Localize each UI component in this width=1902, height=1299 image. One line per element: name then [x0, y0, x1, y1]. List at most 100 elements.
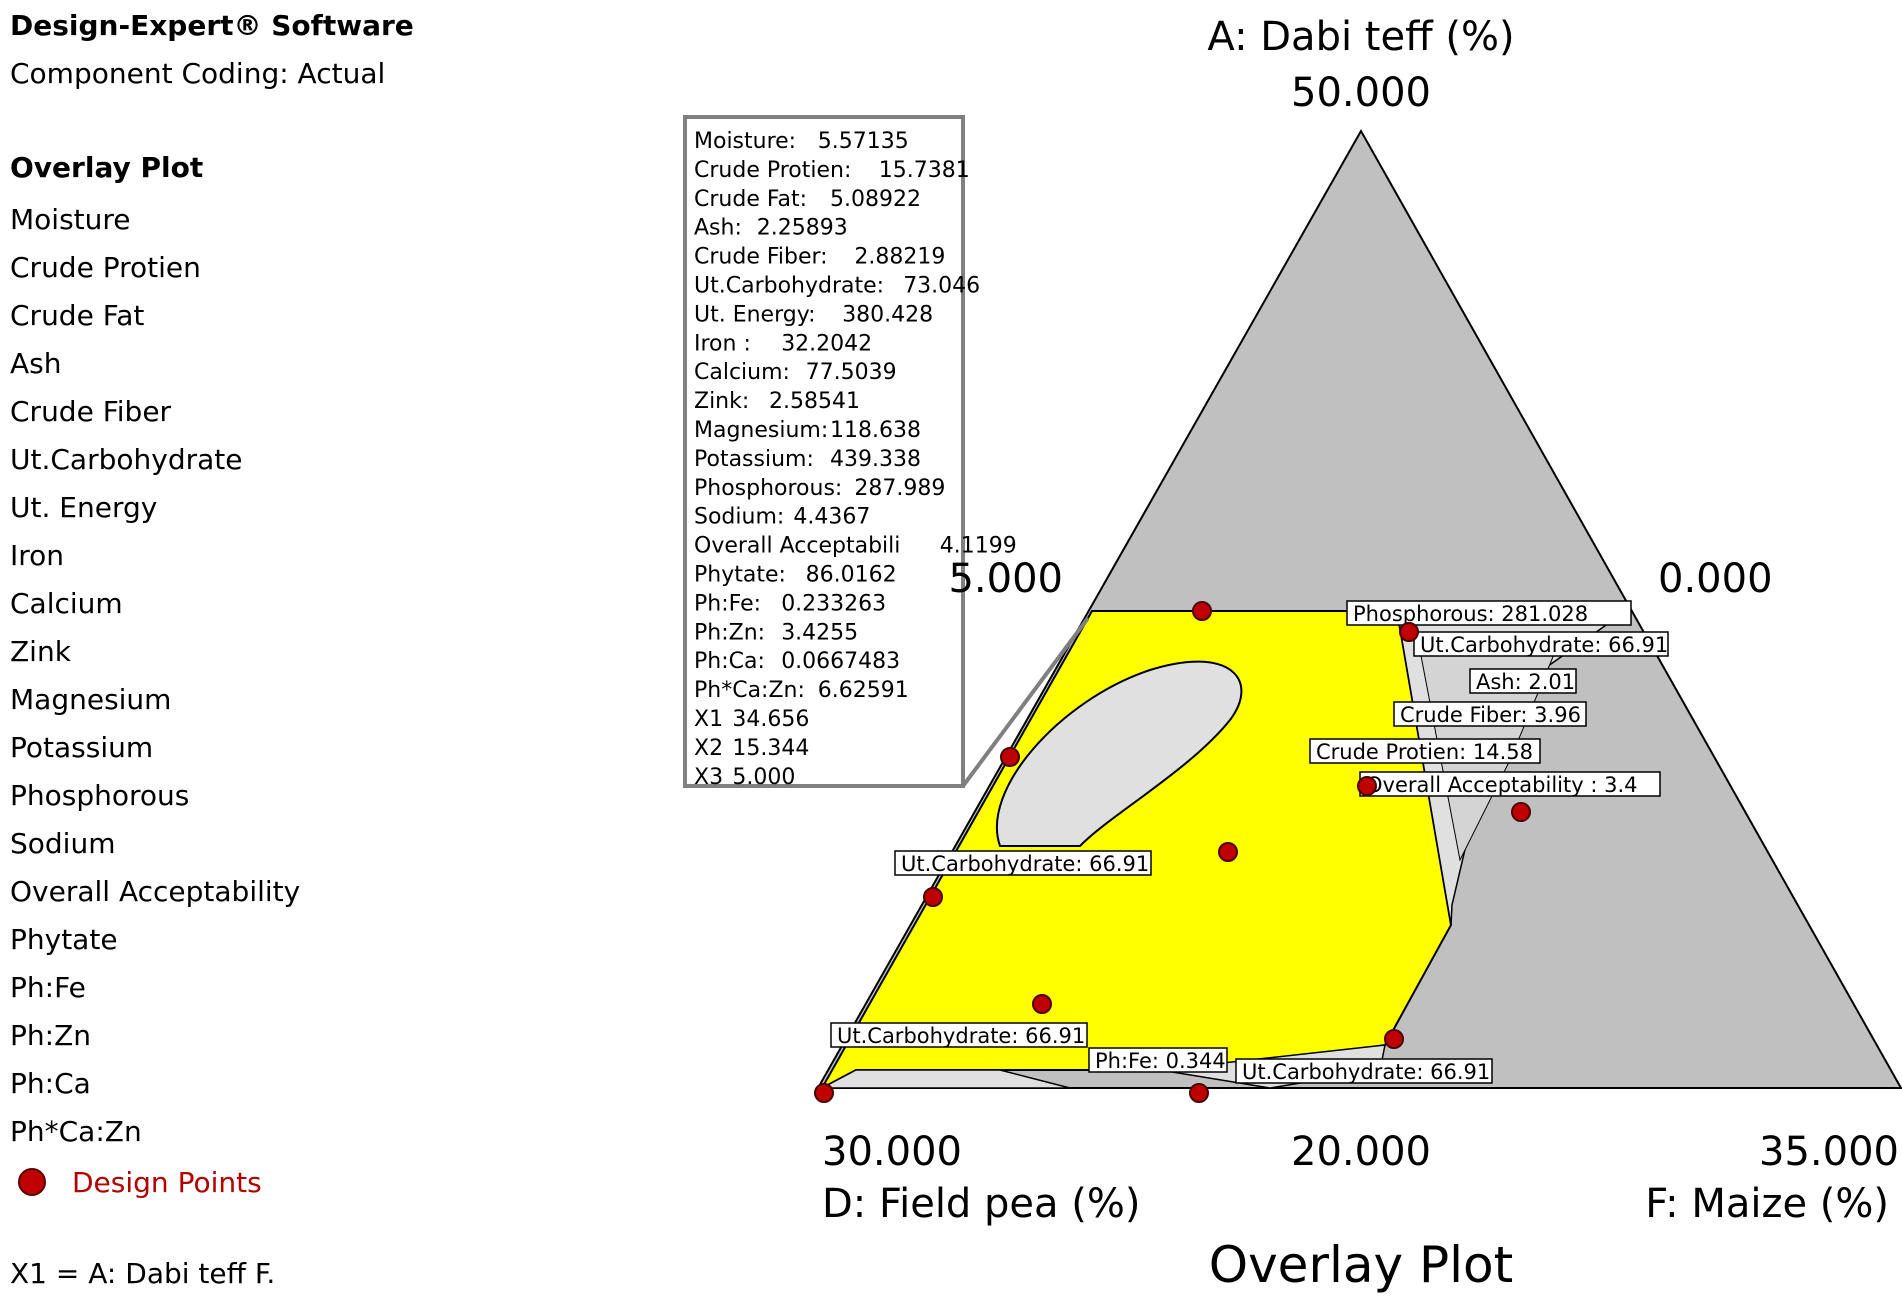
contour-label-box	[1393, 701, 1587, 727]
response-item: Ph:Fe	[10, 971, 86, 1004]
contour-label: Ut.Carbohydrate: 66.91	[1242, 1060, 1490, 1084]
flag-value: 77.5039	[806, 360, 897, 385]
flag-value: 4.4367	[793, 505, 870, 530]
flag-label: Ut. Energy:	[694, 302, 816, 327]
flag-value: 287.989	[854, 476, 945, 501]
contour-label: Phosphorous: 281.028	[1353, 602, 1588, 626]
design-point	[1384, 1029, 1404, 1049]
response-item: Ph:Zn	[10, 1019, 91, 1052]
design-point	[923, 887, 943, 907]
contour-label-box	[830, 1022, 1088, 1048]
contour-label-box	[894, 850, 1152, 876]
flag-value: 439.338	[830, 447, 921, 472]
design-point	[1511, 802, 1531, 822]
flag-label: X1	[694, 707, 723, 732]
flag-label: Ph:Ca:	[694, 649, 765, 674]
flag-value: 86.0162	[806, 563, 897, 588]
flag-value: 0.0667483	[781, 649, 900, 674]
flag-label: Ph*Ca:Zn:	[694, 678, 805, 703]
design-point-marker-icon	[18, 1168, 46, 1196]
axis-value-right: 35.000	[1759, 1129, 1899, 1175]
flag-value: 34.656	[732, 707, 809, 732]
contour-label: Ph:Fe: 0.344	[1095, 1049, 1226, 1073]
response-item: Crude Fiber	[10, 395, 172, 428]
design-point	[1218, 842, 1238, 862]
flag-label: Crude Fiber:	[694, 245, 828, 270]
flag-label: Magnesium:	[694, 418, 828, 443]
response-item: Magnesium	[10, 683, 172, 716]
plot-title: Overlay Plot	[1209, 1236, 1514, 1294]
response-item: Crude Protien	[10, 251, 201, 284]
flag-value: 15.7381	[879, 158, 970, 183]
response-item: Potassium	[10, 731, 154, 764]
response-item: Moisture	[10, 203, 131, 236]
response-item: Ph*Ca:Zn	[10, 1115, 142, 1148]
flag-box	[683, 115, 965, 788]
flag-value: 6.62591	[818, 678, 909, 703]
flag-label: Zink:	[694, 389, 749, 414]
flag-label: Iron :	[694, 331, 751, 356]
design-points-label: Design Points	[72, 1165, 262, 1199]
design-points-legend: Design Points	[18, 1160, 262, 1204]
contour-label: Ut.Carbohydrate: 66.91	[1420, 633, 1668, 657]
flag-label: Sodium:	[694, 505, 784, 530]
response-item: Ph:Ca	[10, 1067, 91, 1100]
flag-value: 4.1199	[940, 534, 1017, 559]
axis-value-left: 30.000	[822, 1129, 962, 1175]
axis-title-left: D: Field pea (%)	[822, 1181, 1140, 1227]
component-coding: Component Coding: Actual	[10, 57, 386, 90]
flag-label: Overall Acceptabili	[694, 534, 900, 559]
flag-leader-line	[961, 616, 1090, 788]
contour-label-box	[1346, 600, 1632, 626]
contour-label: Ash: 2.01	[1476, 670, 1575, 694]
contour-label-box	[1309, 738, 1541, 764]
design-point	[1357, 776, 1377, 796]
flag-label: Potassium:	[694, 447, 814, 472]
flag-value: 118.638	[830, 418, 921, 443]
design-point	[814, 1083, 834, 1103]
contour-label: Overall Acceptability : 3.4	[1366, 773, 1637, 797]
contour-label-box	[1235, 1058, 1493, 1084]
flag-label: Ph:Fe:	[694, 591, 761, 616]
contour-label-box	[1088, 1047, 1228, 1073]
response-item: Ash	[10, 347, 62, 380]
response-item: Ut.Carbohydrate	[10, 443, 243, 476]
flag-label: Ut.Carbohydrate:	[694, 274, 884, 299]
flag-value: 5.000	[732, 765, 795, 790]
response-item: Ut. Energy	[10, 491, 158, 524]
response-item: Sodium	[10, 827, 116, 860]
response-item: Phytate	[10, 923, 118, 956]
flag-value: 2.58541	[769, 389, 860, 414]
contour-label: Ut.Carbohydrate: 66.91	[901, 852, 1149, 876]
design-point	[1032, 994, 1052, 1014]
contour-ellipse	[995, 660, 1243, 847]
x1-definition: X1 = A: Dabi teff F.	[10, 1257, 276, 1290]
contour-label: Ut.Carbohydrate: 66.91	[837, 1024, 1085, 1048]
flag-value: 380.428	[842, 302, 933, 327]
flag-value: 5.57135	[818, 129, 909, 154]
flag-value: 5.08922	[830, 187, 921, 212]
contour-label: Crude Protien: 14.58	[1316, 740, 1533, 764]
flag-label: Crude Fat:	[694, 187, 807, 212]
flag-label: X2	[694, 736, 723, 761]
flag-value: 2.25893	[757, 216, 848, 241]
flag-label: Moisture:	[694, 129, 796, 154]
axis-value-top: 50.000	[1291, 70, 1431, 116]
flag-label: Phosphorous:	[694, 476, 842, 501]
contour-label-box	[1413, 631, 1669, 657]
design-point	[1189, 1083, 1209, 1103]
flag-label: Crude Protien:	[694, 158, 851, 183]
flag-label: Calcium:	[694, 360, 790, 385]
contour-band-bottom	[821, 1069, 1071, 1089]
flag-label: Ph:Zn:	[694, 620, 765, 645]
contour-label: Crude Fiber: 3.96	[1400, 703, 1581, 727]
flag-value: 15.344	[732, 736, 809, 761]
response-item: Zink	[10, 635, 71, 668]
axis-title-top: A: Dabi teff (%)	[1207, 14, 1514, 60]
overlay-plot-heading: Overlay Plot	[10, 151, 204, 184]
flag-label: X3	[694, 765, 723, 790]
